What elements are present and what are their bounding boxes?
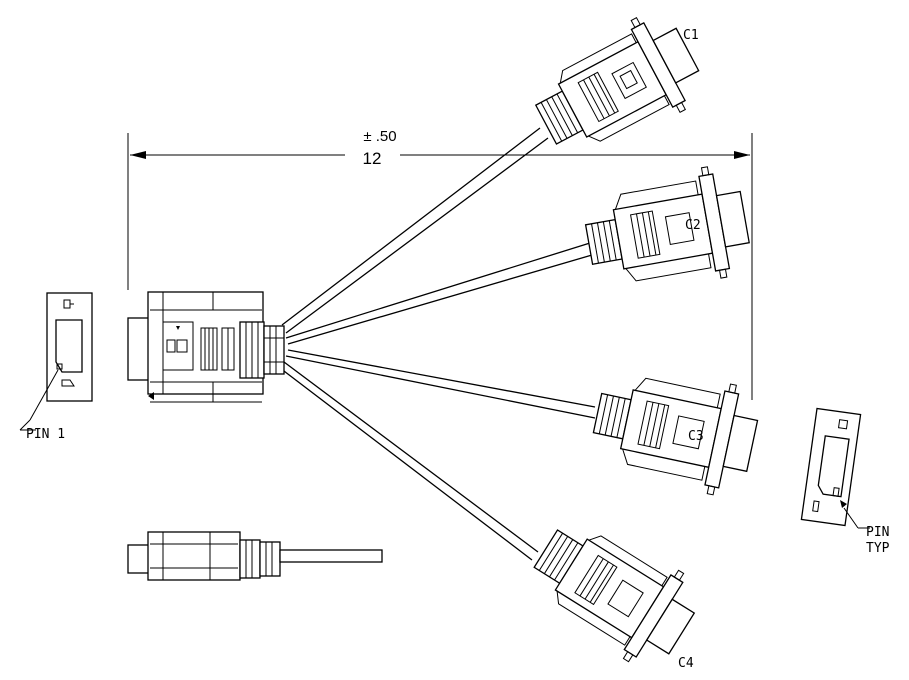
connector-c3: [592, 377, 759, 496]
front-face-left: PIN 1: [19, 292, 93, 442]
label-c3: C3: [688, 429, 704, 444]
bottom-connector: [127, 531, 383, 581]
cable-branches: [279, 127, 596, 561]
connector-c1: [534, 16, 700, 145]
label-c2: C2: [685, 218, 701, 233]
dimension-length: 12: [363, 149, 382, 168]
label-pin-typ-2: TYP: [866, 541, 890, 556]
label-c4: C4: [678, 656, 694, 671]
dimension-line: ± .50 12: [127, 128, 753, 400]
connector-c2: [584, 166, 750, 282]
front-face-right: [800, 407, 862, 527]
dimension-tolerance: ± .50: [363, 128, 396, 145]
connector-c4: [533, 529, 696, 663]
main-connector: [127, 291, 285, 403]
label-pin-typ-1: PIN: [866, 525, 889, 540]
label-pin-1: PIN 1: [26, 427, 65, 442]
label-c1: C1: [683, 28, 699, 43]
pin-typ-callout: PIN TYP: [840, 500, 890, 556]
